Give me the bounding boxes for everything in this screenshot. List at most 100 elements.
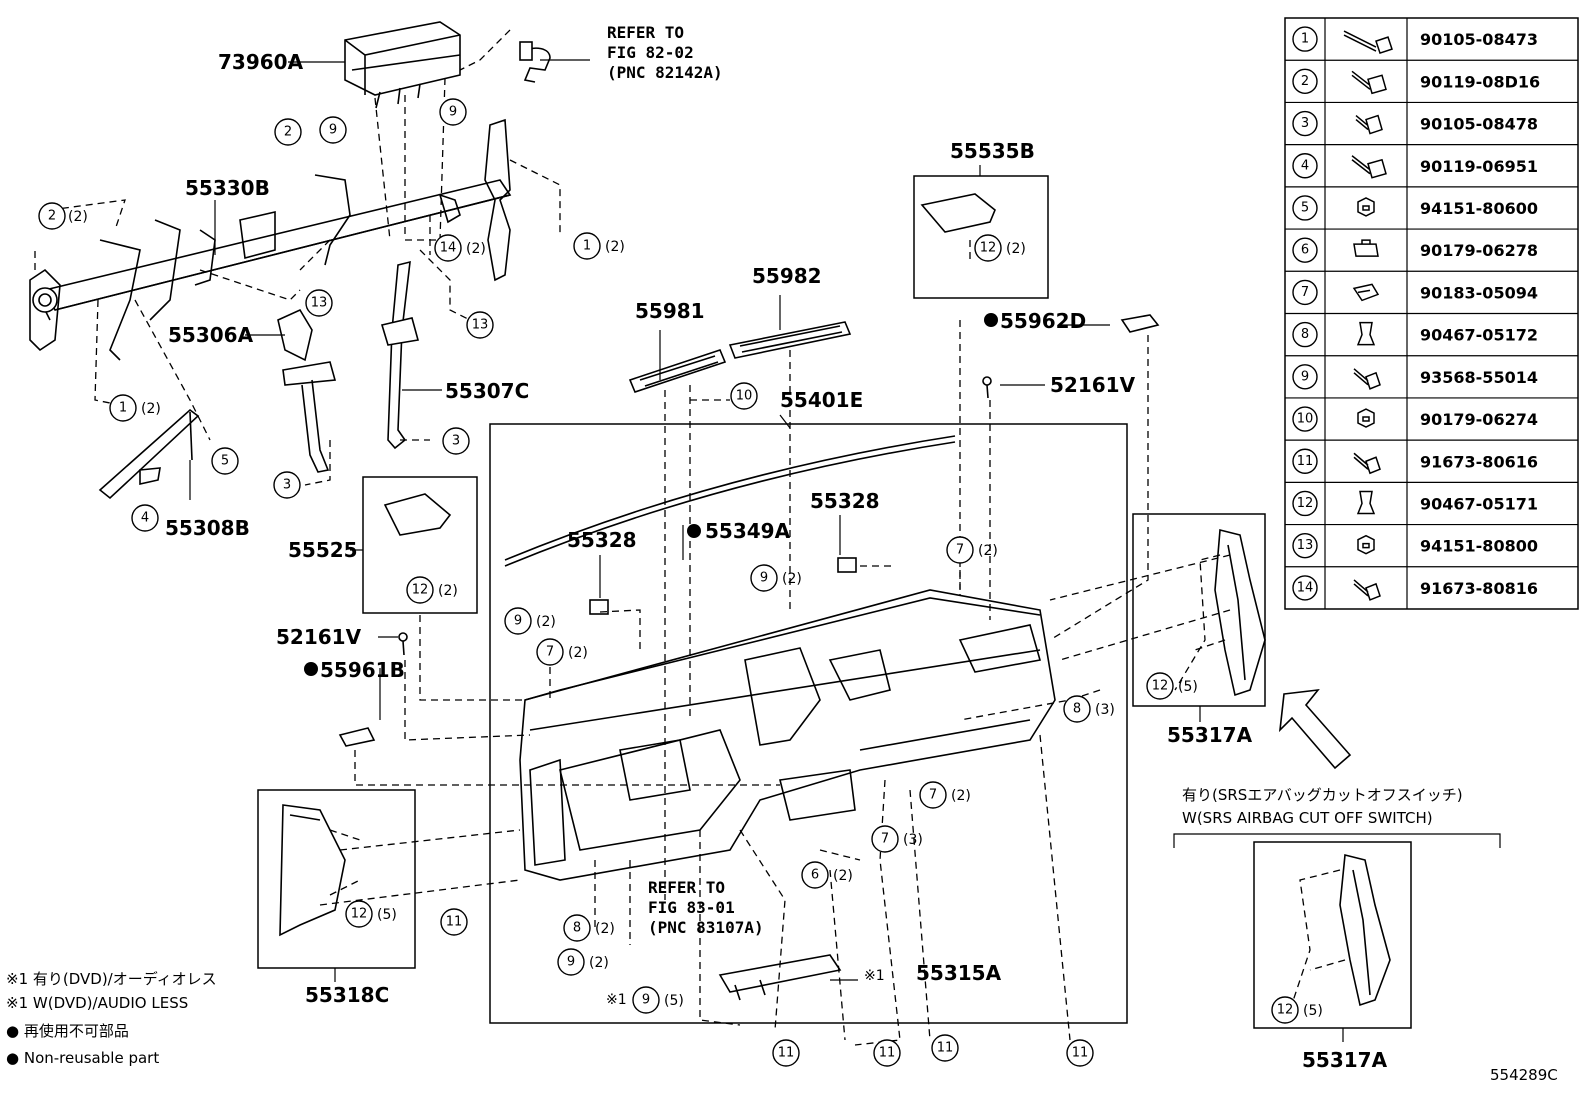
push-clip-icon (1356, 490, 1376, 515)
label-55306A: 55306A (168, 323, 254, 347)
box-55317A-a (1132, 513, 1266, 707)
svg-text:(2): (2) (595, 921, 615, 937)
label-55317A-b: 55317A (1302, 1048, 1388, 1072)
fastener-code: 90119-08D16 (1420, 72, 1540, 91)
fastener-number-circle (1292, 68, 1318, 95)
svg-text:3: 3 (452, 434, 460, 449)
airbag-variant-en: W(SRS AIRBAG CUT OFF SWITCH) (1182, 809, 1433, 827)
label-55982: 55982 (752, 264, 822, 288)
fastener-code: 90183-05094 (1420, 283, 1538, 302)
fastener-number: 4 (1301, 158, 1309, 173)
svg-text:(3): (3) (1095, 702, 1115, 718)
fastener-number-circle (1292, 321, 1318, 348)
vent-55962D (1120, 314, 1160, 333)
svg-text:(2): (2) (782, 571, 802, 587)
screw-icon (1353, 452, 1381, 475)
nonreusable-dot-55961B (304, 662, 318, 676)
clip-nut-icon (1353, 239, 1379, 257)
callouts: 9 9 2 2 (2) 14 (2) 1 (2) 13 13 1 (2) 5 4… (38, 98, 1323, 1067)
assembly-lines (34, 29, 1346, 1046)
fastener-number: 14 (1297, 580, 1314, 595)
svg-text:11: 11 (1072, 1046, 1089, 1061)
svg-text:※1: ※1 (606, 992, 627, 1008)
bolt-short-icon (1355, 114, 1383, 135)
svg-text:(2): (2) (438, 583, 458, 599)
box-55318C (257, 789, 416, 969)
svg-text:12: 12 (1277, 1003, 1294, 1018)
push-clip-icon (1356, 321, 1376, 346)
fastener-row: 2 90119-08D16 (1292, 68, 1540, 95)
fastener-code: 91673-80816 (1420, 579, 1538, 598)
svg-text:9: 9 (760, 571, 768, 586)
fastener-code: 91673-80616 (1420, 452, 1538, 471)
svg-text:12: 12 (351, 907, 368, 922)
side-cover-55318C (279, 804, 346, 937)
nonreusable-dot-55962D (984, 313, 998, 327)
svg-text:(2): (2) (466, 241, 486, 257)
nut-icon (1357, 534, 1375, 555)
svg-text:12: 12 (980, 241, 997, 256)
label-55328-b: 55328 (810, 489, 880, 513)
fastener-number-circle (1292, 26, 1318, 52)
view-direction-arrow (1278, 688, 1352, 770)
spring-clip-icon (1352, 283, 1380, 302)
side-cover-55317A-b (1339, 853, 1391, 1007)
fastener-number: 13 (1297, 538, 1314, 553)
fastener-code: 90467-05172 (1420, 326, 1538, 345)
side-cover-55317A-a (1214, 528, 1266, 697)
fastener-number-circle (1292, 153, 1318, 179)
fastener-number-circle (1292, 448, 1318, 474)
box-55317A-b (1253, 841, 1412, 1029)
svg-text:11: 11 (778, 1046, 795, 1061)
fastener-row: 11 91673-80616 (1292, 448, 1538, 475)
fastener-number-circle (1292, 279, 1318, 306)
fastener-number-circle (1292, 406, 1318, 432)
svg-text:14: 14 (440, 241, 457, 256)
fastener-number: 9 (1301, 369, 1309, 384)
brace-55308B (98, 408, 200, 500)
svg-text:9: 9 (449, 105, 457, 120)
svg-text:4: 4 (141, 511, 149, 526)
fastener-code: 90105-08478 (1420, 115, 1538, 134)
fastener-number: 1 (1301, 32, 1309, 47)
reinforcement-55330B (29, 118, 512, 361)
instrument-panel-55401E (519, 589, 1056, 881)
airbag-variant-jp: 有り(SRSエアバッグカットオフスイッチ) (1182, 786, 1463, 804)
svg-text:2: 2 (48, 209, 56, 224)
nonreusable-dot-55349A (687, 524, 701, 538)
label-55307C: 55307C (445, 379, 529, 403)
fastener-number: 11 (1297, 454, 1314, 469)
svg-text:11: 11 (446, 915, 463, 930)
fastener-number: 7 (1301, 285, 1309, 300)
nut-icon (1357, 408, 1375, 428)
fastener-code: 90119-06951 (1420, 157, 1538, 176)
label-52161V-b: 52161V (276, 625, 362, 649)
screw-icon (1353, 579, 1381, 601)
legend: ※1 有り(DVD)/オーディオレス ※1 W(DVD)/AUDIO LESS … (6, 970, 217, 1067)
cover-55525 (383, 493, 452, 536)
label-55317A-a: 55317A (1167, 723, 1253, 747)
svg-text:2: 2 (284, 125, 292, 140)
svg-text:3: 3 (283, 478, 291, 493)
bolt-long-icon (1343, 30, 1393, 55)
fastener-number-circle (1292, 364, 1318, 390)
label-55349A: 55349A (705, 519, 791, 543)
fastener-number: 2 (1301, 74, 1309, 89)
fastener-number: 5 (1301, 200, 1309, 215)
svg-text:※1: ※1 (864, 968, 885, 984)
label-55525: 55525 (288, 538, 358, 562)
fastener-row: 4 90119-06951 (1292, 153, 1538, 179)
svg-text:6: 6 (811, 868, 819, 883)
legend-line3: ● 再使用不可部品 (6, 1022, 129, 1040)
bracket-55328-a (589, 599, 609, 615)
refer2-line2: FIG 83-01 (648, 898, 735, 917)
svg-text:12: 12 (412, 583, 429, 598)
label-55961B: 55961B (320, 658, 405, 682)
legend-line4: ● Non-reusable part (6, 1049, 159, 1067)
refer1-line2: FIG 82-02 (607, 43, 694, 62)
label-55328-a: 55328 (567, 528, 637, 552)
